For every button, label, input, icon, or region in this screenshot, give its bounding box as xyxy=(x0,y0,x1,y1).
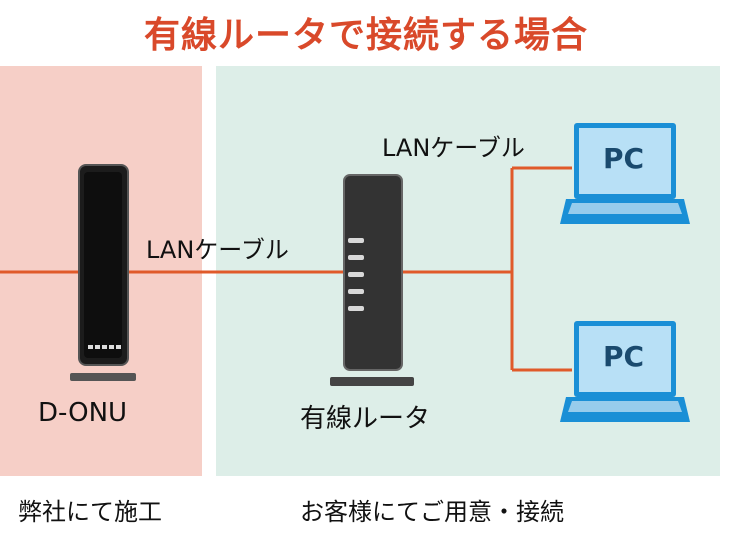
router-device-icon xyxy=(330,174,414,386)
cable-label-onu-router: LANケーブル xyxy=(146,236,289,264)
pc-label-top: PC xyxy=(603,142,645,175)
page-title: 有線ルータで接続する場合 xyxy=(143,15,588,56)
onu-label: D-ONU xyxy=(38,398,128,428)
router-label: 有線ルータ xyxy=(300,404,431,434)
customer-area-label: お客様にてご用意・接続 xyxy=(300,498,564,526)
cable-label-router-pc: LANケーブル xyxy=(382,134,525,162)
onu-device-icon xyxy=(70,164,136,381)
provider-area-label: 弊社にて施工 xyxy=(18,498,162,526)
pc-label-bottom: PC xyxy=(603,340,645,373)
laptop-icon-bottom xyxy=(560,321,690,422)
laptop-icon-top xyxy=(560,123,690,224)
